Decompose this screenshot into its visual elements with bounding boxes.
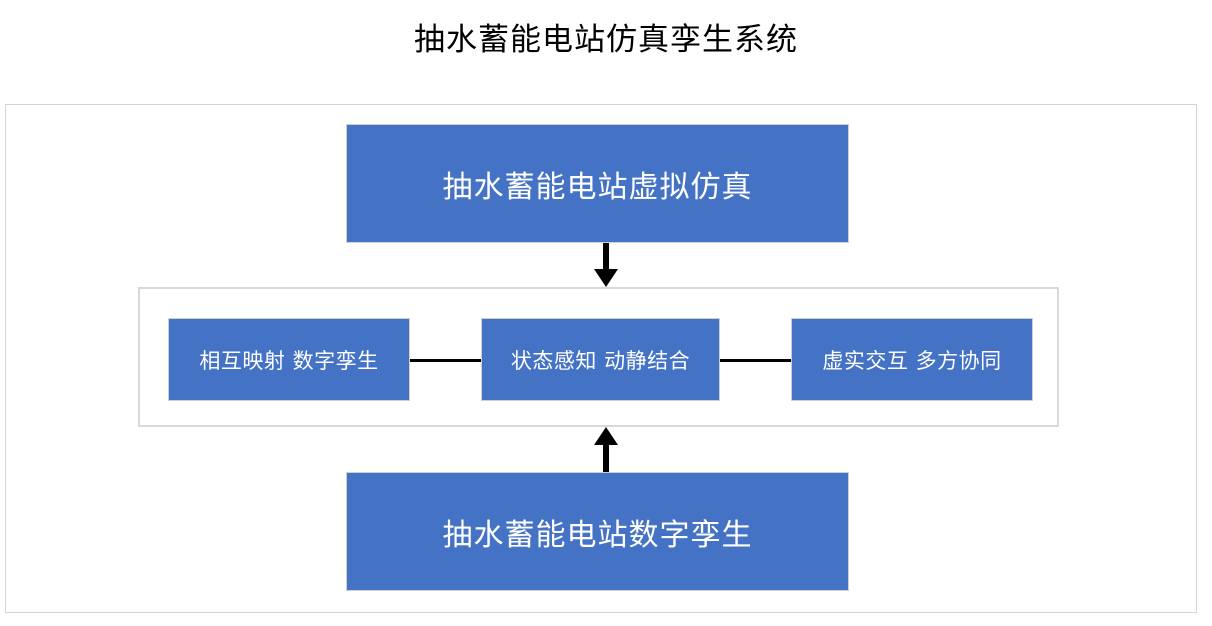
node-virtual-real-interaction-label: 虚实交互 多方协同 [822, 348, 1002, 373]
connector-right [720, 359, 791, 362]
arrow-down-icon [594, 243, 618, 287]
node-state-perception-label: 状态感知 动静结合 [510, 348, 691, 373]
node-digital-twin-label: 抽水蓄能电站数字孪生 [442, 517, 753, 553]
node-mutual-mapping[interactable]: 相互映射 数字孪生 [168, 318, 410, 401]
node-virtual-simulation[interactable]: 抽水蓄能电站虚拟仿真 [346, 124, 849, 243]
node-digital-twin[interactable]: 抽水蓄能电站数字孪生 [346, 472, 849, 591]
arrow-up-head [594, 427, 618, 445]
node-virtual-real-interaction[interactable]: 虚实交互 多方协同 [791, 318, 1033, 401]
arrow-up-shaft [603, 445, 609, 472]
node-state-perception[interactable]: 状态感知 动静结合 [481, 318, 720, 401]
arrow-up-icon [594, 427, 618, 472]
node-virtual-simulation-label: 抽水蓄能电站虚拟仿真 [442, 169, 753, 205]
node-mutual-mapping-label: 相互映射 数字孪生 [199, 348, 379, 373]
arrow-down-head [594, 269, 618, 287]
diagram-frame: 抽水蓄能电站虚拟仿真 相互映射 数字孪生 状态感知 动静结合 虚实交互 多方协同… [5, 104, 1197, 613]
middle-group-container: 相互映射 数字孪生 状态感知 动静结合 虚实交互 多方协同 [138, 287, 1059, 427]
page-title: 抽水蓄能电站仿真孪生系统 [414, 22, 798, 58]
connector-left [410, 359, 481, 362]
arrow-down-shaft [603, 243, 609, 270]
